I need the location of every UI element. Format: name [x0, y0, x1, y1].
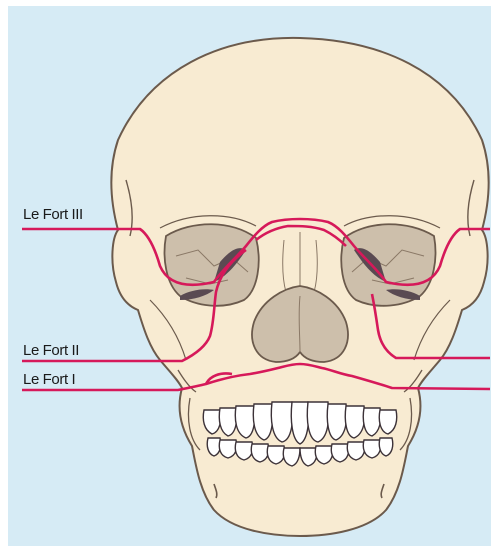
le-fort-iii-label: Le Fort III: [23, 207, 83, 222]
le-fort-ii-label: Le Fort II: [23, 343, 79, 358]
right-orbit: [341, 224, 435, 306]
left-orbit: [165, 224, 259, 306]
le-fort-i-label: Le Fort I: [23, 372, 75, 387]
